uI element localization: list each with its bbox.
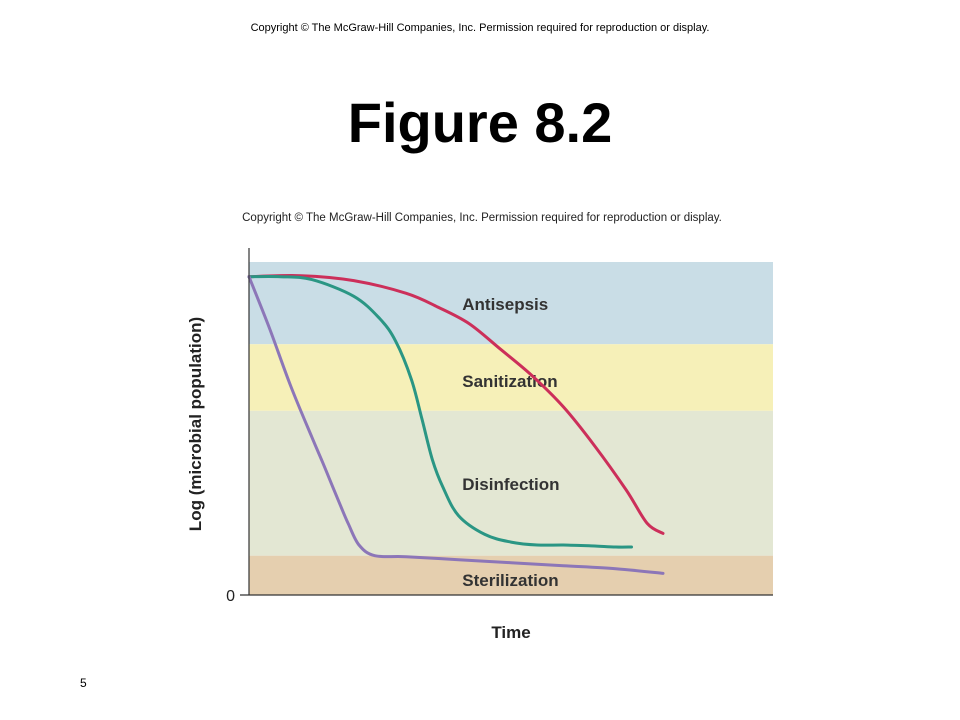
page-number: 5: [80, 676, 87, 690]
band-disinfection: [249, 410, 773, 556]
antisepsis-curve: [247, 274, 665, 535]
y-tick-label: 0: [226, 588, 235, 605]
y-ticks: 0: [226, 588, 235, 605]
band-label-antisepsis: Antisepsis: [462, 295, 548, 314]
figure-copyright: Copyright © The McGraw-Hill Companies, I…: [242, 212, 722, 224]
axes: [240, 248, 773, 596]
zone-bands: [249, 262, 773, 595]
disinfection-curve: [247, 274, 633, 549]
copyright-notice: Copyright © The McGraw-Hill Companies, I…: [250, 22, 710, 34]
band-sanitization: [249, 344, 773, 411]
band-label-disinfection: Disinfection: [462, 475, 559, 494]
curves: [247, 274, 665, 575]
zone-labels: AntisepsisSanitizationDisinfectionSteril…: [462, 295, 559, 590]
band-antisepsis: [249, 262, 773, 345]
band-label-sterilization: Sterilization: [462, 571, 558, 590]
y-axis-label: Log (microbial population): [186, 317, 205, 531]
slide-title: Figure 8.2: [347, 91, 613, 154]
x-axis-label: Time: [491, 623, 530, 642]
sterilization-curve: [247, 275, 665, 575]
